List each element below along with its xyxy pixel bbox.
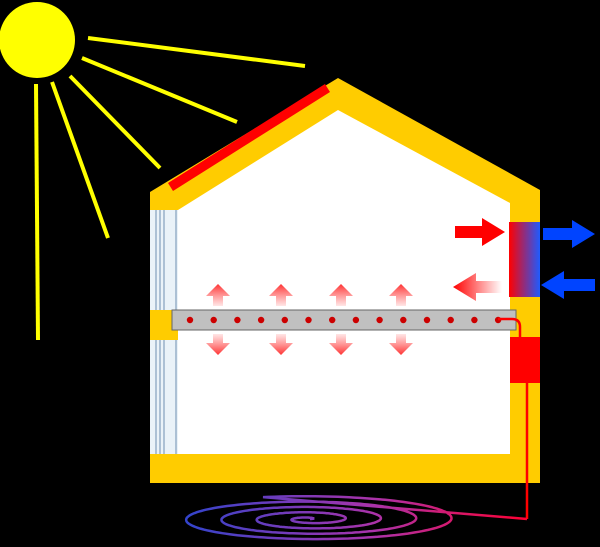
heating-pipe-dot — [257, 316, 265, 324]
sun-ray — [68, 74, 162, 170]
heating-pipe-dot — [447, 316, 454, 324]
arrow-right-icon — [543, 220, 595, 248]
solar-panel — [168, 84, 330, 191]
heating-pipe-dot — [305, 316, 312, 324]
heat-arrows — [206, 284, 413, 355]
sun-ray — [34, 83, 40, 341]
sun-ray — [87, 36, 306, 68]
sun-rays — [34, 36, 306, 341]
heating-pipe-dots — [186, 316, 502, 324]
arrow-down-icon — [329, 334, 353, 355]
arrow-left-icon — [541, 271, 595, 299]
storage-tank — [510, 337, 540, 383]
heating-pipe-dot — [423, 316, 431, 324]
heating-pipe-dot — [329, 316, 336, 324]
heat-exchanger — [509, 222, 540, 297]
sun-ray — [50, 81, 110, 239]
heating-pipe-dot — [210, 316, 217, 324]
heating-pipe-dot — [400, 316, 407, 324]
window-upper — [150, 210, 178, 310]
sun-icon — [0, 2, 306, 341]
heating-pipe-dot — [376, 316, 383, 324]
floor-slab — [171, 309, 517, 331]
heating-pipe-dot — [186, 316, 194, 324]
house-interior — [178, 110, 510, 454]
arrow-down-icon — [389, 334, 413, 355]
heating-pipe-dot — [234, 316, 241, 324]
heating-pipe-dot — [281, 316, 288, 324]
heating-pipe-connection — [498, 317, 522, 340]
arrow-right-icon — [455, 218, 505, 246]
arrow-up-icon — [329, 284, 353, 306]
arrow-down-icon — [206, 334, 230, 355]
sun-ray — [81, 56, 238, 124]
arrow-left-icon — [453, 273, 502, 301]
arrow-up-icon — [206, 284, 230, 306]
arrow-down-icon — [269, 334, 293, 355]
heating-pipe-dot — [352, 316, 360, 324]
heating-pipe-dot — [471, 316, 478, 324]
sun-disc — [0, 2, 75, 78]
arrow-up-icon — [389, 284, 413, 306]
window-lower — [150, 340, 178, 454]
ground-coil-spiral — [184, 495, 528, 541]
arrow-up-icon — [269, 284, 293, 306]
